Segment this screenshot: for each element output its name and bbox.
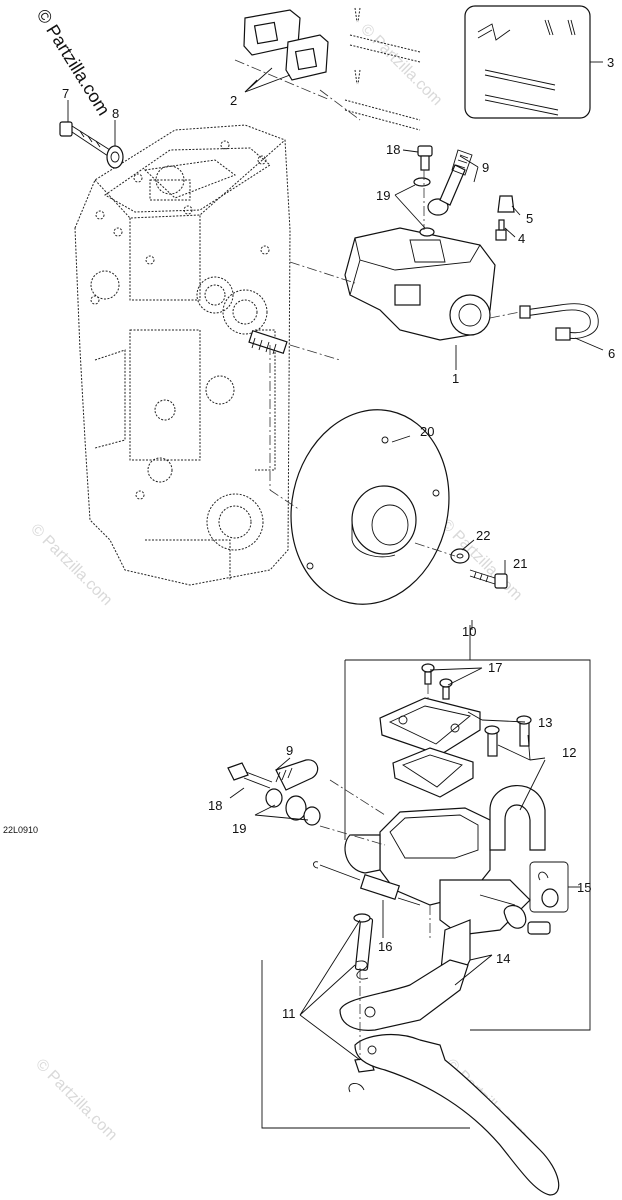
bleeder-screw-4 xyxy=(495,219,507,241)
brake-disc-20 xyxy=(290,409,450,605)
gearbox-housing xyxy=(74,124,291,586)
brake-lever xyxy=(339,959,560,1196)
brake-line-6 xyxy=(489,303,599,341)
callout-5: 5 xyxy=(526,211,533,226)
callout-12: 12 xyxy=(562,745,576,760)
callout-16: 16 xyxy=(378,939,392,954)
watermark-main: © Partzilla.com xyxy=(33,6,114,119)
pivot-spring-11 xyxy=(355,960,369,980)
washers-19-lower xyxy=(265,788,321,826)
hose-fitting-9-lower xyxy=(275,759,319,791)
callout-11: 11 xyxy=(282,1006,296,1021)
callout-2: 2 xyxy=(230,93,237,108)
callout-22: 22 xyxy=(476,528,490,543)
dust-boot xyxy=(503,905,551,935)
callout-1: 1 xyxy=(452,371,459,386)
callout-8: 8 xyxy=(112,106,119,121)
assembly-lines-upper xyxy=(234,59,456,557)
output-shaft-spline xyxy=(248,329,288,355)
callout-6: 6 xyxy=(608,346,615,361)
lever-pin-clip-15 xyxy=(529,861,569,913)
callout-19-lower: 19 xyxy=(232,821,246,836)
pad-pins xyxy=(344,7,421,131)
watermark-faint-4: © Partzilla.com xyxy=(32,1056,120,1144)
callout-15: 15 xyxy=(577,880,591,895)
callout-14: 14 xyxy=(496,951,510,966)
callout-9-top: 9 xyxy=(482,160,489,175)
callout-20: 20 xyxy=(420,424,434,439)
callout-13: 13 xyxy=(538,715,552,730)
washer-8 xyxy=(106,145,124,169)
master-cylinder-frame xyxy=(261,625,591,1129)
diaphragm xyxy=(392,747,474,798)
reservoir-cover-13 xyxy=(379,697,481,756)
callout-21: 21 xyxy=(513,556,527,571)
banjo-bolt-18-lower xyxy=(227,762,273,789)
callout-10: 10 xyxy=(462,624,476,639)
callout-18-top: 18 xyxy=(386,142,400,157)
callout-4: 4 xyxy=(518,231,525,246)
callout-7: 7 xyxy=(62,86,69,101)
disc-bolt-21 xyxy=(469,569,508,589)
brake-caliper xyxy=(344,227,496,341)
brake-switch-16 xyxy=(313,861,421,906)
callout-3: 3 xyxy=(607,55,614,70)
drawing-reference: 22L0910 xyxy=(3,825,38,835)
callout-19-top: 19 xyxy=(376,188,390,203)
bolt-7 xyxy=(59,121,111,157)
pin-kit-box xyxy=(464,5,591,119)
brake-pads xyxy=(243,9,329,81)
watermark-faint-2: © Partzilla.com xyxy=(27,521,115,609)
bleeder-cap-5 xyxy=(497,195,515,213)
callout-9-lower: 9 xyxy=(286,743,293,758)
callout-18-lower: 18 xyxy=(208,798,222,813)
washers-19-top xyxy=(413,177,435,237)
callout-17: 17 xyxy=(488,660,502,675)
banjo-bolt-18-top xyxy=(417,145,433,171)
disc-washer-22 xyxy=(450,548,470,564)
callout-labels: 1 2 3 4 5 6 7 8 9 9 10 11 12 13 14 15 16… xyxy=(62,55,615,1021)
banjo-fitting-top xyxy=(427,149,473,216)
handlebar-clamp-12 xyxy=(484,715,546,851)
assembly-lines-lower xyxy=(319,684,431,1058)
leader-lines xyxy=(67,61,604,1061)
watermark-faint-1: © Partzilla.com xyxy=(357,21,445,109)
